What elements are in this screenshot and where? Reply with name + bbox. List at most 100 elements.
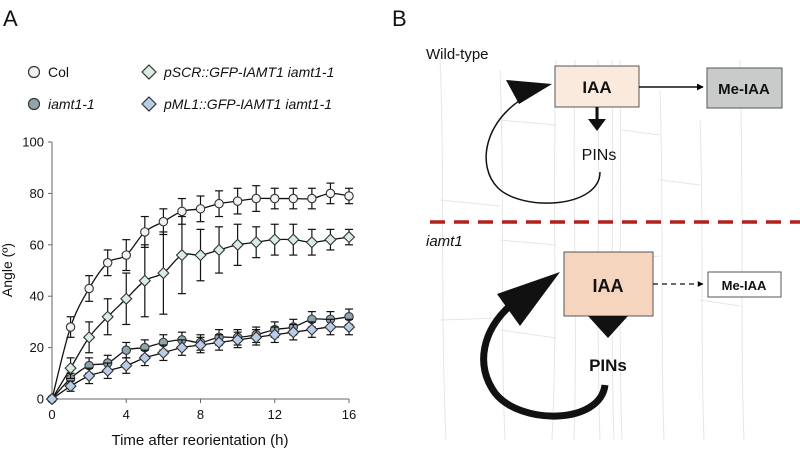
series-pml1 [45, 318, 356, 406]
data-point [45, 392, 59, 406]
data-point [138, 351, 151, 365]
data-point [120, 359, 133, 372]
data-point [307, 193, 317, 204]
data-point [102, 258, 113, 268]
legend-marker-pml1 [141, 96, 157, 112]
x-tick-label: 4 [123, 407, 130, 422]
data-point [175, 341, 189, 354]
data-point [232, 196, 243, 206]
wildtype-meiaa-label: Me-IAA [718, 81, 770, 98]
data-point [344, 191, 354, 201]
data-point [64, 379, 77, 393]
legend-marker-col [27, 65, 41, 79]
data-point [325, 188, 336, 199]
data-point [269, 193, 280, 204]
data-point [157, 266, 170, 280]
data-point [138, 274, 151, 287]
y-tick-label: 40 [30, 289, 44, 304]
wildtype-iaa-box [554, 65, 640, 108]
data-point [195, 204, 206, 214]
data-point [287, 326, 300, 339]
legend-label-pscr: pSCR::GFP-IAMT1 iamt1-1 [163, 64, 334, 80]
legend-label-col: Col [48, 64, 69, 80]
mutant-iaa-label: IAA [593, 276, 624, 296]
y-tick-label: 60 [30, 237, 44, 252]
panel-b: B Wild-type IAA [392, 6, 800, 441]
x-tick-label: 0 [48, 407, 55, 422]
wildtype-meiaa-box [706, 67, 783, 109]
data-point [194, 248, 207, 262]
data-point [231, 333, 244, 347]
data-point [214, 198, 224, 209]
data-point [82, 331, 96, 344]
x-tick-label: 8 [197, 407, 204, 422]
data-point [101, 364, 114, 377]
legend-marker-iamt1-1 [27, 97, 41, 111]
x-axis-label: Time after reorientation (h) [111, 432, 288, 449]
data-point [212, 336, 226, 349]
legend-item-iamt1-1: iamt1-1 [27, 96, 95, 112]
data-point [177, 206, 187, 217]
data-point [268, 233, 281, 246]
y-tick-label: 0 [37, 392, 44, 407]
wildtype-feedback-loop [485, 95, 601, 204]
data-point [324, 233, 337, 246]
data-point [175, 248, 189, 262]
series-col [47, 182, 354, 404]
mutant-title: iamt1 [426, 233, 463, 250]
series-line-col [51, 192, 350, 400]
wildtype-diagram: Wild-type IAA Me-IAA PINs [426, 46, 783, 204]
data-point [65, 322, 76, 332]
mutant-meiaa-label: Me-IAA [722, 278, 767, 293]
data-point [194, 338, 207, 352]
panel-a-label: A [3, 6, 18, 31]
data-point [84, 283, 94, 294]
data-point [212, 243, 226, 257]
data-point [120, 292, 133, 305]
mutant-feedback-loop [480, 301, 609, 420]
data-point [287, 233, 300, 246]
panel-b-label: B [392, 6, 407, 31]
chart-legend: Col iamt1-1 pSCR::GFP-IAMT1 iamt1-1 pML1… [27, 64, 334, 112]
panel-a: A Col iamt1-1 pSCR::GFP-IAMT1 iamt1-1 pM… [0, 6, 356, 449]
data-point [140, 227, 150, 237]
data-point [324, 320, 337, 334]
wildtype-title: Wild-type [426, 46, 489, 63]
series-iamt1-1 [47, 308, 354, 404]
data-point [121, 345, 132, 355]
data-point [250, 331, 263, 344]
y-tick-label: 100 [22, 135, 44, 150]
legend-marker-pscr [141, 64, 157, 80]
data-point [64, 361, 77, 375]
data-point [305, 236, 319, 249]
wildtype-feedback-arrowhead [506, 80, 552, 104]
x-tick-label: 12 [268, 407, 282, 422]
data-point [251, 193, 261, 204]
x-tick-label: 16 [342, 407, 356, 422]
series-pscr [45, 215, 356, 406]
wildtype-iaa-to-pins-arrowhead [588, 119, 606, 131]
data-point [342, 230, 356, 244]
plot-series [45, 182, 356, 406]
data-point [121, 250, 132, 260]
y-tick-label: 20 [30, 340, 44, 355]
legend-label-iamt1-1: iamt1-1 [48, 96, 95, 112]
legend-item-col: Col [27, 64, 69, 80]
mutant-diagram: iamt1 IAA Me-IAA PINs [426, 233, 782, 420]
data-point [101, 310, 114, 323]
legend-item-pml1: pML1::GFP-IAMT1 iamt1-1 [141, 96, 332, 112]
wildtype-iaa-label: IAA [582, 78, 611, 97]
data-point [231, 238, 244, 251]
data-point [288, 193, 299, 204]
data-point [82, 369, 96, 383]
mutant-meiaa-box [707, 271, 782, 298]
mutant-iaa-to-pins-arrowhead [588, 316, 628, 338]
data-point [157, 346, 170, 359]
mutant-pins-label: PINs [589, 356, 627, 375]
mutant-feedback-arrowhead [497, 272, 560, 326]
x-ticks: 0 4 8 12 16 [48, 399, 356, 422]
legend-item-pscr: pSCR::GFP-IAMT1 iamt1-1 [141, 64, 334, 80]
data-point [268, 328, 281, 341]
